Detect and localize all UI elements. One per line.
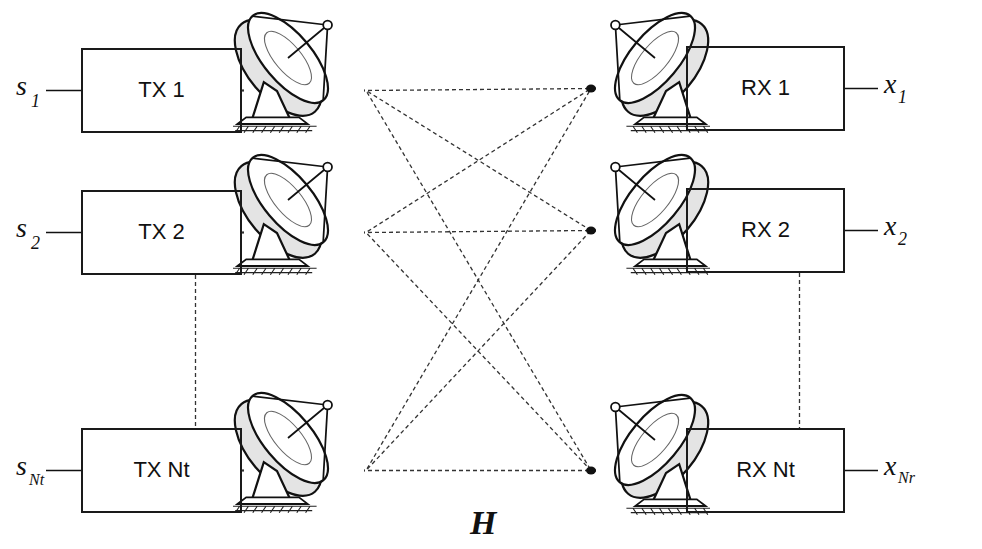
subscript: 1 [31,92,40,110]
signal-symbol: x [884,212,896,240]
subscript: 2 [31,234,40,252]
signal-symbol: s [16,452,27,480]
receiver-box: RX 1 [686,46,845,131]
signal-symbol: x [884,452,896,480]
signal-symbol: x [884,70,896,98]
transmitter-box: TX Nt [81,428,242,513]
box-label: TX 2 [138,220,184,244]
signal-path [242,89,686,471]
transmitter-box: TX 2 [81,190,242,275]
receiver-box: RX Nt [686,428,845,513]
receiver-box: RX 2 [686,188,845,273]
receive-antenna [601,142,724,274]
receive-antenna [601,0,724,132]
signal-path [195,275,196,428]
transmit-antenna [219,142,342,274]
channel-matrix-symbol: H [470,506,496,540]
subscript: Nr [898,470,915,486]
box-label: RX Nt [736,458,795,482]
receive-point [586,85,596,475]
signal-wire [46,89,878,471]
transmit-antenna [219,380,342,512]
transmit-antenna [219,0,342,132]
signal-symbol: s [16,72,27,100]
subscript: Nt [29,472,44,488]
signal-symbol: s [16,214,27,242]
signal-path [799,273,800,428]
box-label: RX 2 [741,218,790,242]
receive-antenna [601,382,724,514]
signal-path [242,91,686,471]
box-label: TX 1 [138,78,184,102]
transmitter-box: TX 1 [81,48,242,133]
subscript: 2 [898,230,907,248]
box-label: RX 1 [741,76,790,100]
box-label: TX Nt [133,458,189,482]
subscript: 1 [898,88,907,106]
